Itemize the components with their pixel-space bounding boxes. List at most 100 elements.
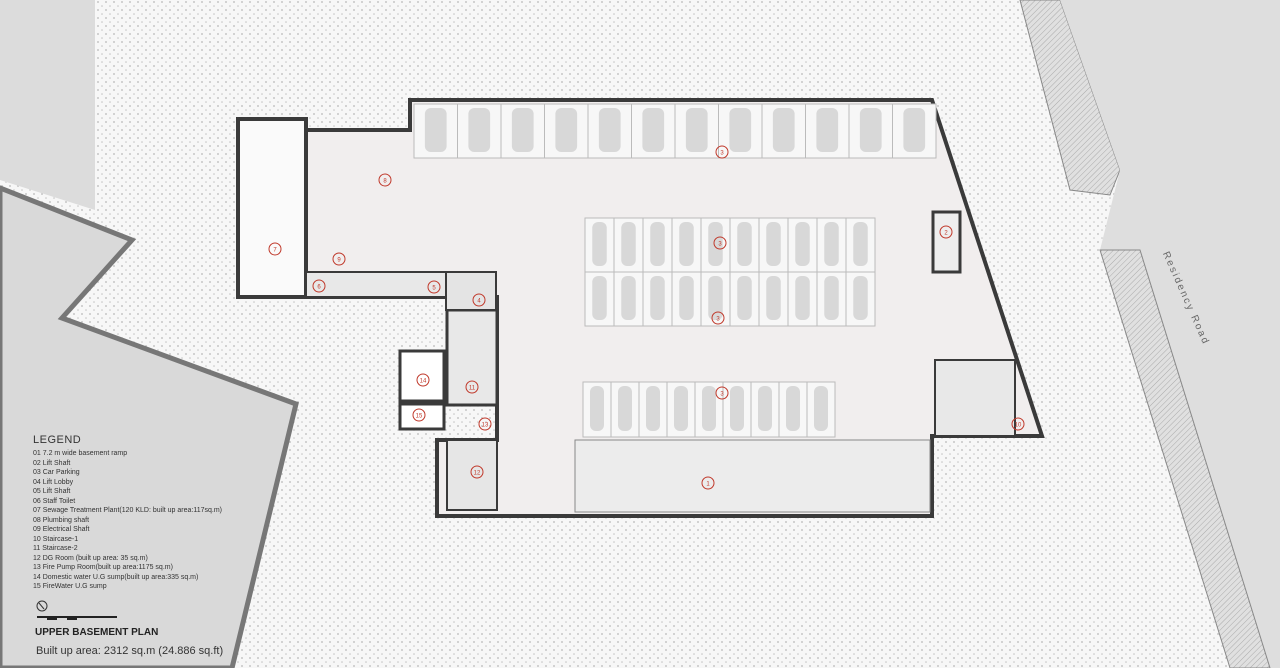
marker-label: 9 (337, 258, 341, 264)
room-marker: 5 (427, 280, 441, 294)
car-icon (424, 108, 447, 152)
car-icon (758, 386, 772, 431)
legend-item: 01 7.2 m wide basement ramp (33, 450, 128, 457)
car-icon (730, 386, 744, 431)
legend-item: 08 Plumbing shaft (33, 516, 90, 524)
marker-circle (332, 252, 346, 266)
marker-circle (312, 279, 326, 293)
legend-item: 03 Car Parking (33, 469, 80, 476)
road-strip (1019, 0, 1121, 196)
room-marker: 3 (713, 236, 727, 250)
legend-item: 05 Lift Shaft (33, 488, 71, 495)
car-icon (679, 276, 694, 320)
room-marker: 3 (715, 386, 729, 400)
neighbour-plot-left (0, 185, 299, 668)
room-marker: 1 (701, 476, 715, 490)
staircase-2 (934, 359, 1016, 437)
built-up-area: Built up area: 2312 sq.m (24.886 sq.ft) (36, 645, 224, 657)
legend-item: 09 Electrical Shaft (33, 526, 90, 533)
road (1060, 0, 1280, 668)
marker-label: 2 (944, 231, 948, 237)
car-icon (853, 276, 868, 320)
room-marker: 10 (1011, 417, 1025, 431)
marker-label: 4 (477, 299, 481, 305)
marker-label: 13 (482, 423, 489, 429)
car-icon (816, 108, 839, 152)
marker-label: 12 (474, 471, 481, 477)
legend-item: 14 Domestic water U.G sump(built up area… (33, 573, 199, 581)
car-icon (702, 386, 716, 431)
parking-bays (413, 103, 937, 438)
car-icon (766, 276, 781, 320)
marker-label: 1 (706, 482, 710, 488)
car-icon (618, 386, 632, 431)
car-icon (708, 222, 723, 266)
legend-item: 07 Sewage Treatment Plant(120 KLD: built… (33, 507, 222, 514)
car-icon (795, 222, 810, 266)
room-marker: 13 (478, 417, 492, 431)
car-icon (766, 222, 781, 266)
marker-circle (465, 380, 479, 394)
staircase-1 (445, 308, 499, 407)
legend-item: 06 Staff Toilet (33, 497, 76, 505)
marker-label: 5 (432, 286, 436, 292)
car-icon (795, 276, 810, 320)
scale-bar (37, 616, 117, 620)
ramp (574, 439, 931, 513)
car-icon (786, 386, 800, 431)
room-marker: 8 (378, 173, 392, 187)
legend-item: 02 Lift Shaft (33, 459, 71, 467)
room-marker: 3 (715, 145, 729, 159)
car-icon (824, 276, 839, 320)
room-marker: 6 (312, 279, 326, 293)
room-marker: 12 (470, 465, 484, 479)
room-marker: 14 (416, 373, 430, 387)
lift-lobby (445, 271, 497, 311)
marker-circle (470, 465, 484, 479)
car-icon (814, 386, 828, 431)
marker-circle (427, 280, 441, 294)
marker-label: 15 (416, 414, 423, 420)
car-icon (598, 108, 621, 152)
marker-circle (715, 386, 729, 400)
car-icon (555, 108, 578, 152)
marker-label: 10 (1015, 423, 1022, 429)
scale-and-north (36, 600, 117, 620)
room-marker: 15 (412, 408, 426, 422)
marker-circle (416, 373, 430, 387)
car-icon (824, 222, 839, 266)
car-icon (679, 222, 694, 266)
car-icon (511, 108, 534, 152)
marker-label: 3 (718, 242, 722, 248)
marker-circle (711, 311, 725, 325)
marker-circle (713, 236, 727, 250)
car-icon (468, 108, 491, 152)
car-icon (853, 222, 868, 266)
car-icon (646, 386, 660, 431)
legend-item: 12 DG Room (built up area: 35 sq.m) (33, 554, 148, 562)
lift-shaft-2 (931, 210, 962, 274)
car-icon (621, 276, 636, 320)
marker-label: 7 (273, 248, 277, 254)
room-marker: 3 (711, 311, 725, 325)
road-strip-2 (1099, 249, 1271, 668)
service-rooms (305, 271, 447, 298)
car-icon (729, 108, 752, 152)
car-icon (737, 222, 752, 266)
car-icon (708, 276, 723, 320)
sump-room-15 (398, 402, 446, 431)
marker-label: 14 (420, 379, 427, 385)
marker-circle (939, 225, 953, 239)
marker-label: 8 (383, 179, 387, 185)
marker-circle (268, 242, 282, 256)
room-marker: 11 (465, 380, 479, 394)
legend-item: 10 Staircase-1 (33, 535, 79, 543)
room-marker: 7 (268, 242, 282, 256)
car-icon (642, 108, 665, 152)
car-icon (621, 222, 636, 266)
legend-item: 13 Fire Pump Room(built up area:1175 sq.… (33, 564, 173, 571)
car-icon (650, 276, 665, 320)
marker-label: 6 (317, 285, 321, 291)
plan-title: UPPER BASEMENT PLAN (35, 627, 159, 638)
